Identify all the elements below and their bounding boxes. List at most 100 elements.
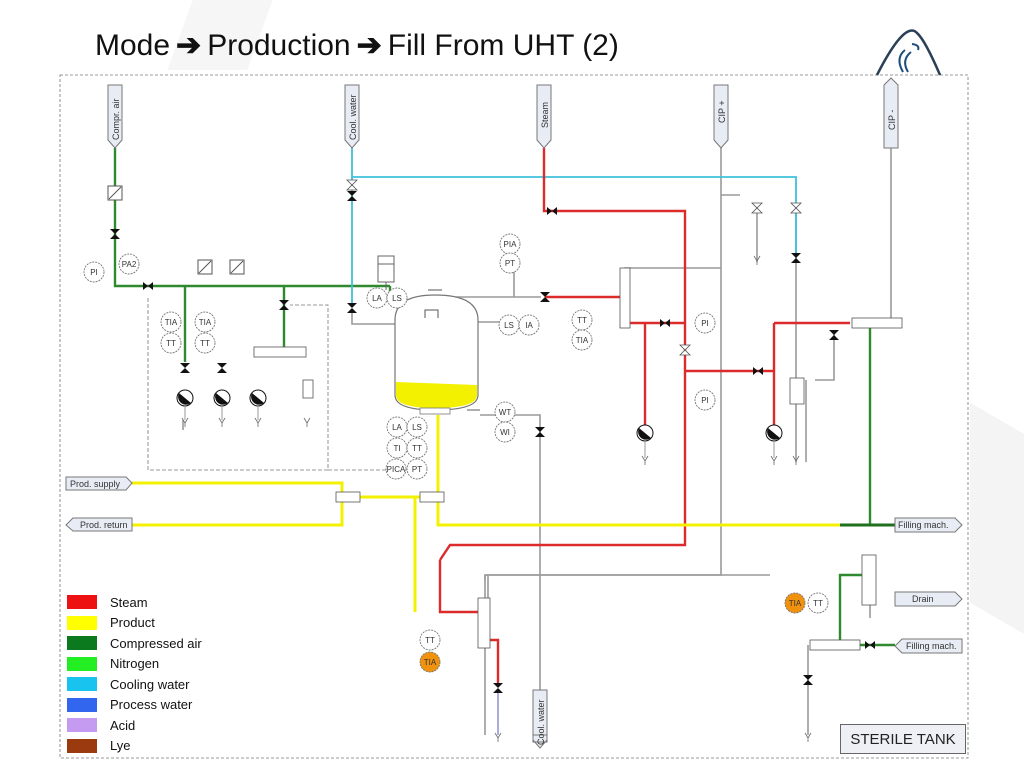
instrument-bubble	[406, 437, 428, 459]
valve-blocks	[253, 267, 903, 651]
instrument-bubble	[194, 332, 216, 354]
connector-prod-return[interactable]: Prod. return	[65, 517, 133, 532]
connector-cip-minus-label: CIP -	[887, 110, 897, 130]
title-fill-from-uht: Fill From UHT (2)	[387, 29, 619, 62]
legend-label: Compressed air	[110, 635, 202, 651]
instrument-tag: IA	[525, 321, 533, 330]
instrument-tag: TT	[813, 599, 823, 608]
connector-cool-water-label: Cool. water	[348, 94, 358, 140]
connector-steam[interactable]: Steam	[536, 84, 552, 149]
instrument-ia-side: IA	[518, 314, 540, 336]
cool-water-bottom-label: Cool. water	[536, 699, 546, 745]
connector-filling-mach-1[interactable]: Filling mach.	[894, 517, 963, 533]
pump	[765, 424, 783, 442]
legend-label: Acid	[110, 717, 136, 733]
instrument-wi: WI	[494, 421, 516, 443]
legend-item: Cooling water	[67, 674, 202, 695]
signal-lines	[147, 298, 390, 471]
instrument-tia-2: TIA	[194, 311, 216, 333]
legend: Steam Product Compressed air Nitrogen Co…	[67, 592, 202, 756]
sterile-tank-label: STERILE TANK	[840, 724, 966, 754]
instrument-tag: PICA	[387, 465, 406, 474]
title-production: Production	[207, 29, 351, 62]
instrument-wt: WT	[494, 401, 516, 423]
arrow-icon: ➔	[356, 29, 382, 62]
connector-compr-air-label: Compr. air	[111, 98, 121, 140]
instrument-tt-bot: TT	[406, 437, 428, 459]
diagram-frame	[59, 74, 969, 759]
connector-filling-mach-2[interactable]: Filling mach.	[894, 638, 963, 654]
instrument-tag: TIA	[424, 658, 437, 667]
instrument-tag: WT	[499, 408, 512, 417]
instrument-tag: TIA	[576, 336, 589, 345]
connector-drain[interactable]: Drain	[894, 591, 963, 607]
connector-prod-supply[interactable]: Prod. supply	[65, 476, 133, 491]
instrument-bubble	[386, 287, 408, 309]
connector-compr-air[interactable]: Compr. air	[107, 84, 123, 149]
pump	[249, 389, 267, 407]
connector-cip-plus[interactable]: CIP +	[713, 84, 729, 149]
pump	[636, 424, 654, 442]
instrument-tt-right: TT	[807, 592, 829, 614]
legend-item: Nitrogen	[67, 654, 202, 675]
instrument-tt-2: TT	[194, 332, 216, 354]
idle-pipes	[182, 148, 892, 735]
instrument-ls-top: LS	[386, 287, 408, 309]
title-mode: Mode	[95, 29, 171, 62]
instrument-pa2: PA2	[118, 253, 140, 275]
company-logo	[875, 29, 942, 76]
instrument-bubble	[160, 332, 182, 354]
instrument-tag: LS	[504, 321, 514, 330]
connector-cip-plus-label: CIP +	[717, 100, 727, 123]
instrument-tt-1: TT	[160, 332, 182, 354]
instrument-tt-steam: TT	[571, 309, 593, 331]
instrument-tag: TT	[200, 339, 210, 348]
legend-item: Compressed air	[67, 633, 202, 654]
instrument-bubble	[694, 389, 716, 411]
instrument-pia: PIA	[499, 233, 521, 255]
instrument-tag: PI	[701, 396, 709, 405]
instrument-tag: LS	[412, 423, 422, 432]
instrument-tag: PI	[701, 319, 709, 328]
legend-label: Nitrogen	[110, 656, 160, 672]
connector-cool-water[interactable]: Cool. water	[344, 84, 360, 149]
instrument-ls-bot: LS	[406, 416, 428, 438]
legend-label: Process water	[110, 697, 193, 713]
legend-swatch	[67, 636, 97, 651]
instrument-bubble	[83, 261, 105, 283]
instrument-tag: WI	[500, 428, 510, 437]
legend-label: Cooling water	[110, 676, 190, 692]
instrument-bubble	[571, 329, 593, 351]
instrument-la-top: LA	[366, 287, 388, 309]
prod-supply-label: Prod. supply	[70, 479, 121, 489]
instrument-pt-bot: PT	[406, 458, 428, 480]
legend-item: Steam	[67, 592, 202, 613]
instrument-pica: PICA	[385, 458, 407, 480]
pump	[176, 389, 194, 407]
instrument-pi-air: PI	[83, 261, 105, 283]
air-pipes	[113, 148, 895, 647]
cooling-pipes	[351, 148, 797, 305]
instrument-tag: TT	[577, 316, 587, 325]
instrument-ti-bot: TI	[386, 437, 408, 459]
product-pipes	[132, 415, 840, 612]
instrument-bubble	[499, 252, 521, 274]
instrument-tag: TI	[393, 444, 400, 453]
arrow-icon: ➔	[176, 29, 202, 62]
instrument-tia-1: TIA	[160, 311, 182, 333]
legend-swatch	[67, 718, 97, 733]
instrument-bubble	[118, 253, 140, 275]
instrument-tag: TIA	[199, 318, 212, 327]
page-title: Mode➔Production➔Fill From UHT (2)	[95, 28, 619, 63]
legend-swatch	[67, 615, 97, 630]
connector-cool-water-bottom[interactable]: Cool. water	[532, 689, 548, 749]
instrument-bubble	[419, 651, 441, 673]
instrument-tag: TT	[166, 339, 176, 348]
prod-return-label: Prod. return	[80, 520, 128, 530]
instrument-tag: LA	[392, 423, 402, 432]
connector-cip-minus[interactable]: CIP -	[883, 77, 899, 149]
instrument-tag: TT	[412, 444, 422, 453]
instrument-tia-lower: TIA	[419, 651, 441, 673]
